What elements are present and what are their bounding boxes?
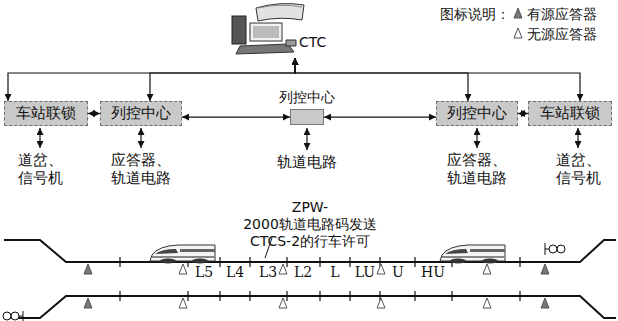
equipment-arrows	[40, 128, 578, 150]
equipment-label: 道岔、 信号机	[556, 151, 601, 187]
process-box: 车站联锁	[528, 101, 612, 126]
code-label: LU	[354, 264, 376, 281]
equipment-label: 应答器、 轨道电路	[111, 151, 171, 187]
equipment-label: 应答器、 轨道电路	[447, 151, 507, 187]
process-box: 列控中心	[100, 101, 182, 126]
process-box: 车站联锁	[4, 101, 88, 126]
system-label: CTC	[299, 34, 326, 50]
code-label: L2	[293, 264, 313, 281]
process-box: 列控中心	[436, 101, 518, 126]
balises	[84, 264, 549, 308]
code-label: L	[329, 264, 340, 281]
ctc-node: CTC	[225, 2, 325, 58]
connector	[295, 58, 580, 101]
high-speed-train	[440, 245, 505, 264]
connector	[324, 116, 436, 117]
connector	[518, 113, 528, 114]
equipment-label: 轨道电路	[277, 153, 337, 171]
legend-text: 有源应答器	[527, 6, 597, 23]
signal	[3, 243, 565, 321]
control-center-box	[290, 109, 324, 125]
ctc-computer-icon	[232, 4, 304, 54]
passive-balise-sample	[514, 28, 522, 38]
code-label: L5	[194, 264, 214, 281]
high-speed-train	[150, 245, 215, 264]
box-label: 列控中心	[447, 105, 507, 122]
connector	[88, 113, 100, 114]
code-label: L4	[225, 264, 245, 281]
legend-text: 无源应答器	[527, 26, 597, 43]
annotation: ZPW-2000轨道电路码发送 CTCS-2的行车许可	[243, 199, 377, 249]
box-label: 车站联锁	[540, 105, 600, 122]
connector	[182, 116, 290, 117]
equipment-label: 道岔、 信号机	[18, 151, 63, 187]
code-label: L3	[258, 264, 278, 281]
connector	[150, 58, 295, 101]
box-label: 列控中心	[272, 89, 342, 105]
code-label: HU	[420, 264, 446, 281]
code-label: U	[391, 264, 405, 281]
insulated-joints	[120, 257, 520, 301]
control-center-node: 列控中心	[272, 89, 342, 125]
box-label: 列控中心	[111, 105, 171, 122]
box-label: 车站联锁	[16, 105, 76, 122]
active-balise-sample	[514, 8, 522, 18]
track	[4, 240, 616, 318]
connector	[8, 58, 295, 101]
legend-heading: 图标说明：	[440, 6, 510, 23]
